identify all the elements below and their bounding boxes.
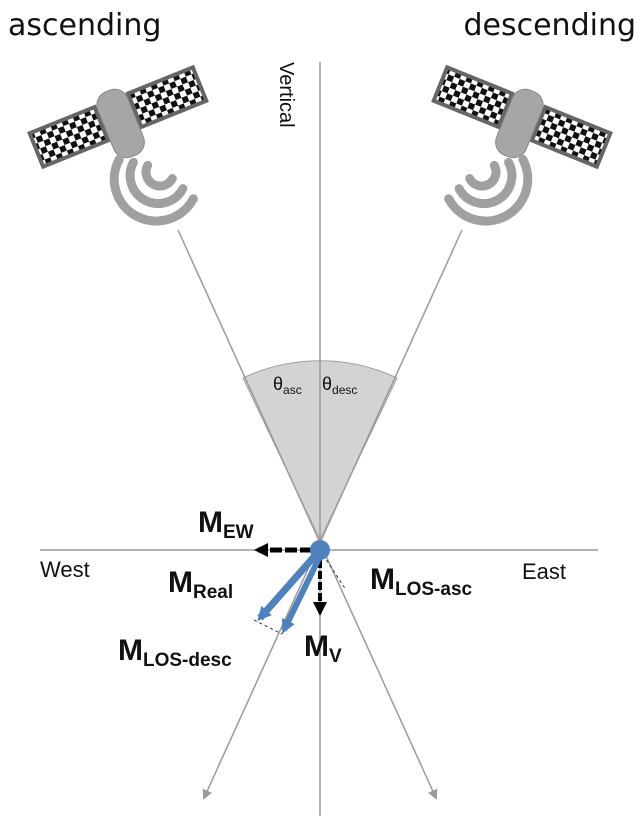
descending-radar-wave-icon (444, 154, 533, 226)
m-real-vector (257, 547, 323, 621)
west-label: West (40, 557, 90, 582)
descending-los-ray (202, 229, 463, 800)
descending-satellite-icon (431, 64, 613, 170)
m-los-desc-vector (281, 550, 325, 634)
theta-desc-label: θdesc (322, 374, 357, 397)
m-ew-label: MEW (198, 506, 254, 543)
ascending-los-ray (177, 229, 438, 800)
m-los-desc-label: MLOS-desc (118, 634, 232, 671)
origin-point (310, 540, 330, 560)
ascending-satellite-icon (27, 64, 209, 170)
m-los-asc-label: MLOS-asc (370, 563, 473, 600)
m-real-label: MReal (168, 566, 233, 603)
m-v-label: MV (304, 630, 342, 667)
ascending-title: ascending (8, 8, 162, 43)
theta-asc-label: θasc (273, 374, 302, 397)
ascending-radar-wave-icon (109, 154, 198, 226)
descending-title: descending (463, 8, 636, 43)
vertical-axis-label: Vertical (275, 62, 297, 128)
east-label: East (522, 559, 566, 584)
